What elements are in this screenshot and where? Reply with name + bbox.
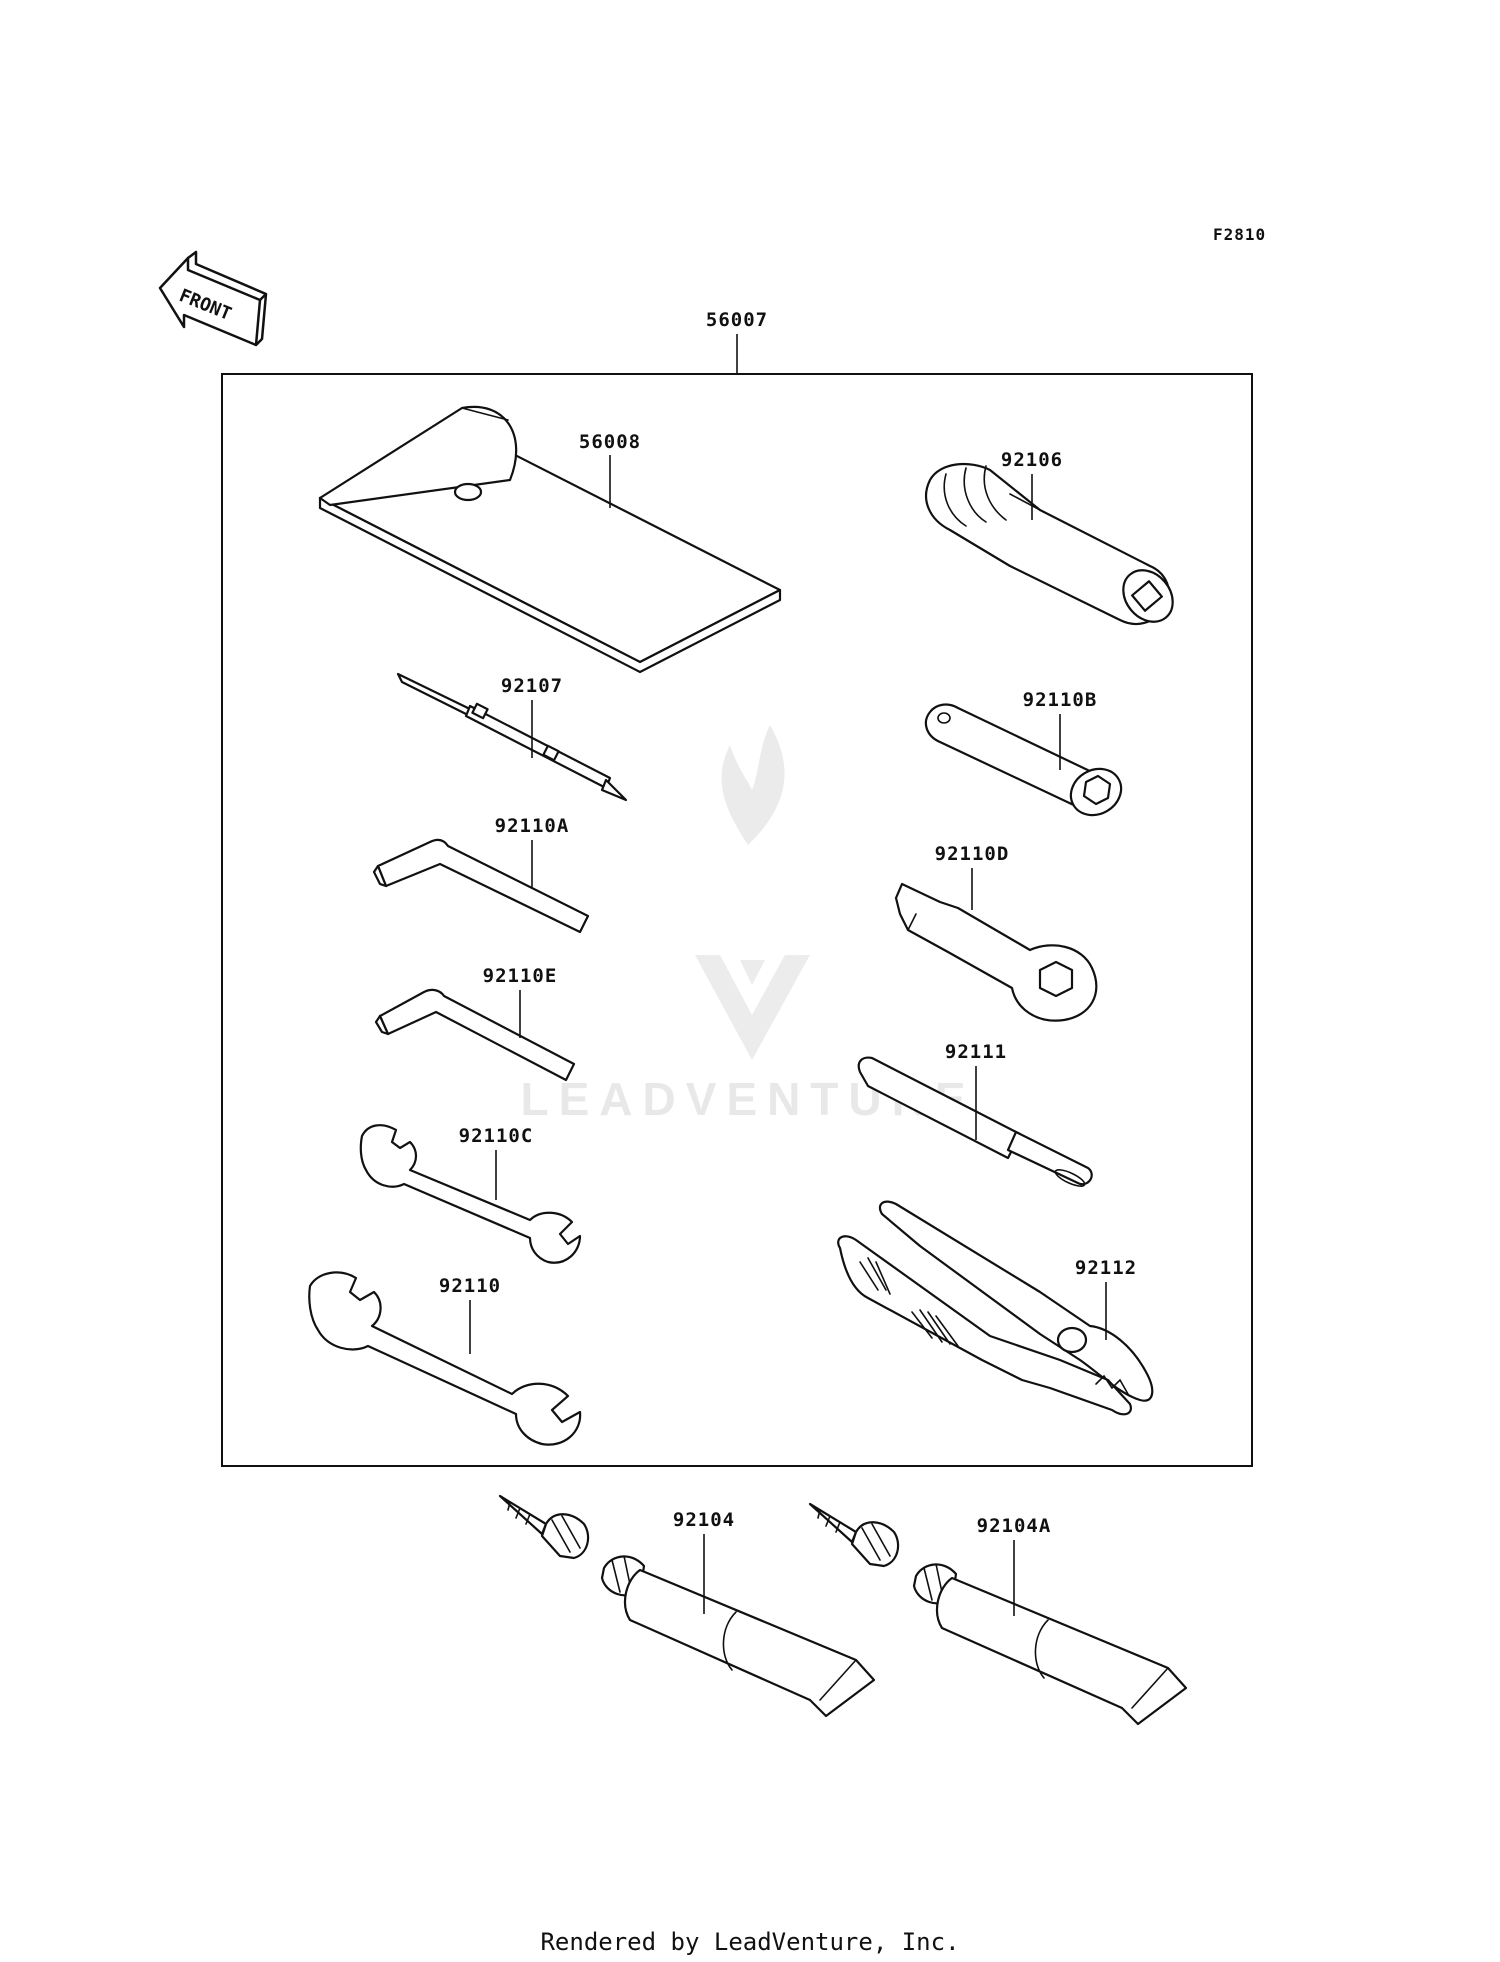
grease-tube-a-icon — [808, 1502, 1188, 1726]
label-92110C: 92110C — [459, 1125, 534, 1147]
ring-wrench-d-icon — [894, 882, 1098, 1022]
label-92110D: 92110D — [935, 843, 1010, 865]
label-92110E: 92110E — [483, 965, 558, 987]
label-92104: 92104 — [673, 1509, 735, 1531]
hex-wrench-e-icon — [374, 988, 576, 1082]
label-56008: 56008 — [579, 431, 641, 453]
pliers-icon — [837, 1200, 1154, 1416]
label-92106: 92106 — [1001, 449, 1063, 471]
handle-icon — [925, 463, 1174, 625]
tool-bag — [318, 405, 782, 674]
label-92104A: 92104A — [977, 1515, 1052, 1537]
open-wrench-c-icon — [359, 1124, 582, 1264]
label-92110: 92110 — [439, 1275, 501, 1297]
label-56007: 56007 — [706, 309, 768, 331]
box-wrench-b-icon — [924, 703, 1123, 817]
grease-tube-icon — [498, 1494, 876, 1718]
label-92112: 92112 — [1075, 1257, 1137, 1279]
label-92110A: 92110A — [495, 815, 570, 837]
hex-wrench-a-icon — [372, 838, 590, 934]
open-wrench-icon — [308, 1271, 582, 1446]
label-92111: 92111 — [945, 1041, 1007, 1063]
screwdriver-icon — [396, 672, 628, 802]
label-92107: 92107 — [501, 675, 563, 697]
label-92110B: 92110B — [1023, 689, 1098, 711]
front-arrow-icon: FRONT — [158, 250, 268, 347]
footer-credit: Rendered by LeadVenture, Inc. — [540, 1928, 959, 1956]
bar-icon — [857, 1056, 1093, 1187]
figure-code: F2810 — [1213, 225, 1266, 244]
